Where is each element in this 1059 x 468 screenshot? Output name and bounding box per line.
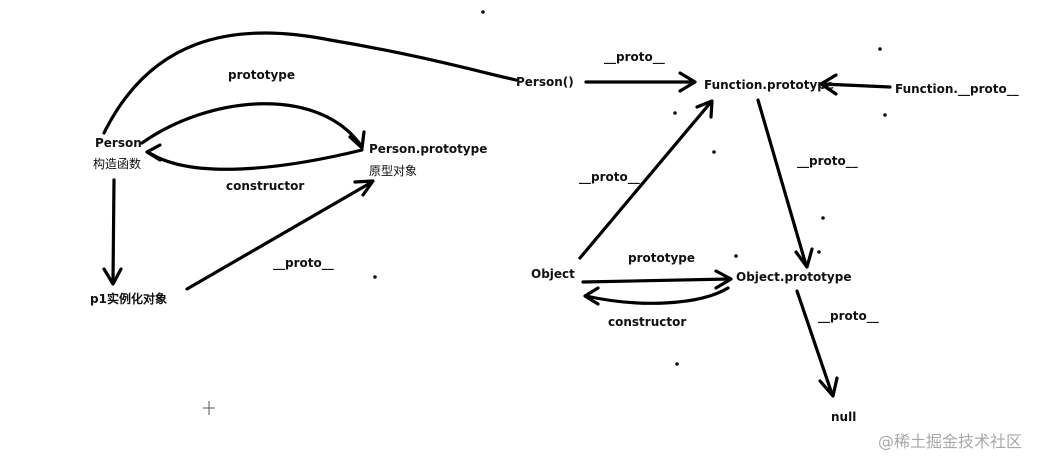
stray-dot	[878, 47, 882, 51]
stray-cross-mark	[203, 401, 215, 415]
edge-objproto-to-object-line	[584, 286, 730, 305]
watermark: @稀土掘金技术社区	[878, 432, 1022, 451]
node-null: null	[831, 410, 856, 424]
edge-prototype-to-person-arrowhead	[145, 143, 162, 162]
stray-dot	[821, 216, 825, 220]
label-personfn-to-funcproto: __proto__	[604, 50, 665, 65]
node-person-cn: 构造函数	[93, 156, 141, 171]
stray-dot	[675, 362, 679, 366]
edge-objproto-to-null-line	[795, 289, 834, 396]
label-objproto-to-object: constructor	[608, 315, 686, 329]
edge-p1-to-prototype-line	[185, 180, 374, 291]
label-object-to-objproto: prototype	[628, 251, 695, 265]
node-function-prototype: Function.prototype	[704, 78, 834, 92]
edge-person-to-prototype-line	[140, 102, 364, 149]
edge-person-to-p1-arrowhead	[102, 267, 123, 286]
edge-p1-to-prototype-arrowhead	[353, 179, 375, 197]
node-object-prototype: Object.prototype	[736, 270, 851, 284]
node-function-proto: Function.__proto__	[895, 82, 1019, 97]
stray-dot	[373, 275, 377, 279]
node-person-fn: Person()	[516, 75, 574, 89]
stray-dot	[883, 113, 887, 117]
node-person-prototype-cn: 原型对象	[369, 164, 417, 178]
edge-object-to-funcproto-line	[578, 100, 713, 260]
stray-dot	[673, 111, 677, 115]
edge-objproto-to-object-arrowhead	[583, 286, 600, 306]
label-objproto-to-null: __proto__	[818, 309, 879, 324]
stray-dot	[712, 150, 716, 154]
stray-dot	[734, 254, 738, 258]
node-person-prototype: Person.prototype	[369, 142, 487, 156]
label-prototype-to-person: constructor	[226, 179, 304, 193]
edge-funcproto-to-objproto-arrowhead	[794, 247, 814, 269]
edge-object-to-funcproto-arrowhead	[695, 99, 714, 119]
node-object: Object	[531, 267, 575, 281]
label-object-to-funcproto: __proto__	[579, 170, 640, 185]
edge-person-to-p1-line	[111, 178, 116, 284]
stray-dot	[817, 250, 821, 254]
edge-funcproto-self-line	[820, 82, 892, 89]
edge-object-to-objproto-arrowhead	[714, 269, 733, 290]
stray-dot	[481, 10, 485, 14]
label-funcproto-to-objproto: __proto__	[797, 154, 858, 169]
label-p1-to-prototype: __proto__	[273, 256, 334, 271]
edge-person-to-personfn-curve	[102, 31, 518, 135]
node-person: Person	[95, 136, 142, 150]
edge-funcproto-to-objproto-line	[756, 98, 808, 267]
edge-prototype-to-person-line	[146, 148, 364, 171]
edge-personfn-to-funcproto-arrowhead	[678, 71, 697, 93]
edge-funcproto-self-arrowhead	[819, 73, 838, 96]
edge-person-to-prototype-arrowhead	[348, 130, 366, 150]
edge-object-to-objproto-line	[581, 277, 732, 284]
node-p1: p1实例化对象	[90, 291, 167, 306]
label-person-to-prototype: prototype	[228, 68, 295, 82]
edge-objproto-to-null-arrowhead	[818, 376, 839, 398]
